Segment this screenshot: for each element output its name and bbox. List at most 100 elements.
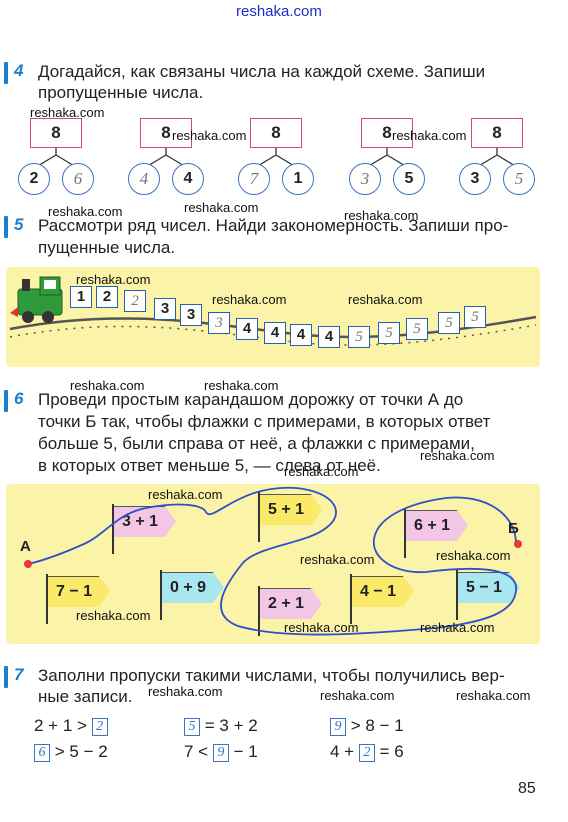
equation-left: 7 < — [184, 742, 209, 761]
flag-pole — [160, 570, 162, 620]
task-text-line: Проведи простым карандашом дорожку от то… — [38, 390, 464, 409]
flag-pole — [112, 504, 114, 554]
answer-box[interactable]: 9 — [330, 717, 346, 736]
watermark: reshaka.com — [184, 200, 259, 215]
task-text-line: пущенные числа. — [38, 238, 176, 257]
equation: 5 = 3 + 2 — [184, 716, 258, 736]
train-wagon: 5 — [348, 326, 370, 348]
train-wagon: 4 — [318, 326, 340, 348]
answer-box[interactable]: 2 — [358, 743, 375, 762]
point-a-label: А — [20, 538, 31, 555]
scheme-right-circle: 5 — [503, 163, 535, 195]
watermark: reshaka.com — [284, 464, 359, 479]
flag: 5 + 1 — [258, 492, 328, 542]
train-wagon: 3 — [180, 304, 202, 326]
watermark: reshaka.com — [172, 128, 247, 143]
train-wagon: 5 — [464, 306, 486, 328]
flag-cloth: 4 − 1 — [352, 576, 414, 607]
flag-label: 5 + 1 — [268, 501, 305, 518]
flag-label: 2 + 1 — [268, 595, 305, 612]
equation-left: 2 + 1 > — [34, 716, 87, 735]
watermark-top: reshaka.com — [236, 3, 322, 20]
watermark: reshaka.com — [420, 448, 495, 463]
scheme-left-circle: 2 — [18, 163, 50, 195]
answer-box[interactable]: 5 — [184, 717, 200, 736]
flag-cloth: 7 − 1 — [48, 576, 110, 607]
equation-right: > 8 − 1 — [350, 716, 404, 735]
equation: 9 > 8 − 1 — [330, 716, 404, 736]
flag-cloth: 2 + 1 — [260, 588, 322, 619]
locomotive-icon — [10, 276, 63, 323]
flag-label: 4 − 1 — [360, 583, 397, 600]
task-text-line: в которых ответ меньше 5, — слева от неё… — [38, 456, 381, 475]
task-marker-bar — [4, 666, 8, 688]
train-wagon: 5 — [378, 322, 400, 344]
equation-right: − 1 — [233, 742, 258, 761]
equation-left: 4 + — [330, 742, 355, 761]
flag: 0 + 9 — [160, 570, 230, 620]
flag-label: 3 + 1 — [122, 513, 159, 530]
watermark: reshaka.com — [348, 292, 423, 307]
scheme-left-circle: 4 — [128, 163, 160, 195]
task-marker-bar — [4, 390, 8, 412]
watermark: reshaka.com — [48, 204, 123, 219]
watermark: reshaka.com — [420, 620, 495, 635]
task-text-line: Рассмотри ряд чисел. Найди закономерност… — [38, 216, 509, 235]
scheme-top-box: 8 — [471, 118, 523, 148]
scheme-top-box: 8 — [30, 118, 82, 148]
answer-box[interactable]: 6 — [34, 743, 50, 762]
task-text-line: Заполни пропуски такими числами, чтобы п… — [38, 666, 505, 685]
watermark: reshaka.com — [344, 208, 419, 223]
task-marker-bar — [4, 62, 8, 84]
task-marker-bar — [4, 216, 8, 238]
flag: 3 + 1 — [112, 504, 182, 554]
train-wagon: 4 — [264, 322, 286, 344]
task-text-line: ные записи. — [38, 687, 133, 706]
answer-box[interactable]: 2 — [91, 717, 108, 736]
scheme-left-circle: 7 — [238, 163, 270, 195]
train-wagon: 5 — [438, 312, 460, 334]
watermark: reshaka.com — [212, 292, 287, 307]
equation-right: = 6 — [379, 742, 404, 761]
page-number: 85 — [518, 780, 536, 797]
flag-cloth: 0 + 9 — [162, 572, 224, 603]
equation: 4 + 2 = 6 — [330, 742, 404, 762]
flag-pole — [456, 570, 458, 620]
flag-label: 7 − 1 — [56, 583, 93, 600]
scheme-right-circle: 1 — [282, 163, 314, 195]
scheme-right-circle: 5 — [393, 163, 425, 195]
task-text-line: пропущенные числа. — [38, 83, 204, 102]
flag: 5 − 1 — [456, 570, 526, 620]
flag-label: 0 + 9 — [170, 579, 207, 596]
watermark: reshaka.com — [456, 688, 531, 703]
scheme-right-circle: 6 — [62, 163, 94, 195]
equation: 6 > 5 − 2 — [34, 742, 108, 762]
flag-cloth: 5 + 1 — [260, 494, 322, 525]
task-text-line: больше 5, были справа от неё, а флажки с… — [38, 434, 475, 453]
equation: 2 + 1 > 2 — [34, 716, 108, 736]
equation-right: > 5 − 2 — [54, 742, 108, 761]
flag-cloth: 5 − 1 — [458, 572, 520, 603]
task-number: 6 — [14, 389, 24, 408]
flag-pole — [46, 574, 48, 624]
answer-box[interactable]: 9 — [212, 743, 229, 762]
train-wagon: 3 — [208, 312, 230, 334]
flag: 4 − 1 — [350, 574, 420, 624]
task-text-line: Догадайся, как связаны числа на каждой с… — [38, 62, 486, 81]
scheme-top-box: 8 — [140, 118, 192, 148]
flag-pole — [350, 574, 352, 624]
flag-pole — [404, 508, 406, 558]
watermark: reshaka.com — [148, 487, 223, 502]
watermark: reshaka.com — [320, 688, 395, 703]
train-wagon: 4 — [236, 318, 258, 340]
task-text-line: точки Б так, чтобы флажки с примерами, в… — [38, 412, 491, 431]
train-wagon: 4 — [290, 324, 312, 346]
watermark: reshaka.com — [436, 548, 511, 563]
scheme-left-circle: 3 — [459, 163, 491, 195]
flag-pole — [258, 586, 260, 636]
watermark: reshaka.com — [30, 105, 105, 120]
train-wagon: 5 — [406, 318, 428, 340]
scheme-top-box: 8 — [250, 118, 302, 148]
scheme-right-circle: 4 — [172, 163, 204, 195]
task-number: 5 — [14, 215, 24, 234]
